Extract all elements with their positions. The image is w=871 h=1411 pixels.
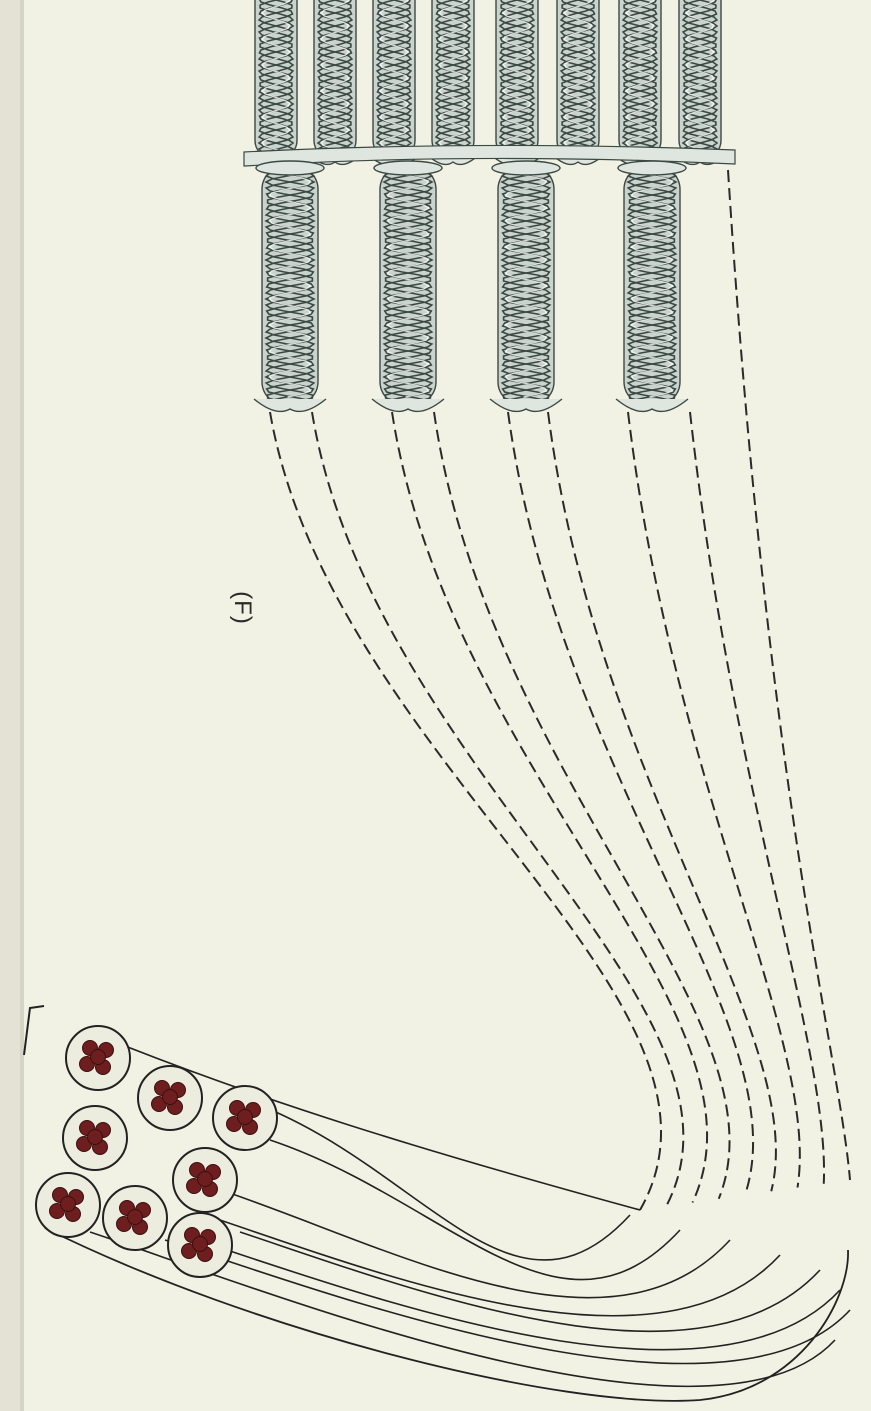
cable-fiber-line-6 <box>215 1246 840 1350</box>
lower-strand-row <box>254 161 688 411</box>
braided-fiber-strand-icon-6 <box>549 0 607 164</box>
bundle-cross-section <box>36 1026 277 1277</box>
braided-fiber-strand-icon-4-top-cap <box>618 161 686 175</box>
fiber-bundle-cross-section-icon-3 <box>213 1086 277 1150</box>
fiber-bundle-cross-section-icon-5 <box>173 1148 237 1212</box>
braided-fiber-strand-icon-4-bottom-cap <box>616 399 688 411</box>
cross-section-rod-5 <box>163 1090 178 1105</box>
cable-outer-outline <box>45 1228 848 1401</box>
cable-fiber-line-1 <box>240 1098 630 1260</box>
upper-strand-row <box>244 0 735 166</box>
braided-fiber-strand-icon-3 <box>490 161 562 411</box>
cross-section-rod-5 <box>128 1210 143 1225</box>
dashed-fiber-lines <box>270 170 850 1210</box>
braided-fiber-strand-icon-2 <box>372 161 444 411</box>
braided-fiber-strand-icon-3 <box>365 0 423 164</box>
braided-fiber-strand-icon-3-top-cap <box>492 161 560 175</box>
cross-section-rod-5 <box>238 1110 253 1125</box>
dashed-fiber-line-5 <box>508 412 753 1195</box>
braided-fiber-strand-icon-2-top-cap <box>374 161 442 175</box>
cross-section-rod-5 <box>193 1237 208 1252</box>
braided-fiber-strand-icon-1 <box>254 161 326 411</box>
cross-section-rod-5 <box>88 1130 103 1145</box>
braided-fiber-strand-icon-2 <box>306 0 364 164</box>
braided-fiber-strand-icon-2-bottom-cap <box>372 399 444 411</box>
panel-label: (F) <box>227 588 257 628</box>
cable-fiber-line-7 <box>165 1240 850 1364</box>
left-margin-strip <box>0 0 22 1411</box>
braided-fiber-strand-icon-8 <box>671 0 729 164</box>
braided-fiber-strand-icon-1-top-cap <box>256 161 324 175</box>
braided-fiber-strand-icon-3-bottom-cap <box>490 399 562 411</box>
dashed-fiber-line-7 <box>628 412 800 1188</box>
cable-fiber-line-5 <box>240 1232 820 1331</box>
dashed-fiber-line-1 <box>270 412 661 1210</box>
cross-section-rod-5 <box>91 1050 106 1065</box>
fiber-bundle-cross-section-icon-8 <box>168 1213 232 1277</box>
bracket-mark <box>24 1006 44 1055</box>
braided-fiber-strand-icon-1 <box>247 0 305 164</box>
braided-fiber-strand-icon-1-bottom-cap <box>254 399 326 411</box>
fiber-bundle-cross-section-icon-2 <box>138 1066 202 1130</box>
fiber-bundle-cross-section-icon-6 <box>36 1173 100 1237</box>
cable-fiber-line-2 <box>270 1140 680 1280</box>
dashed-fiber-line-3 <box>392 412 707 1203</box>
left-margin-edge <box>20 0 24 1411</box>
cross-section-rod-5 <box>198 1172 213 1187</box>
braided-fiber-strand-icon-4 <box>424 0 482 164</box>
braided-fiber-strand-icon-7 <box>611 0 669 164</box>
fiber-bundle-cross-section-icon-4 <box>63 1106 127 1170</box>
fiber-bundle-cross-section-icon-7 <box>103 1186 167 1250</box>
fiber-bundle-cross-section-icon-1 <box>66 1026 130 1090</box>
braided-fiber-strand-icon-4 <box>616 161 688 411</box>
dashed-fiber-line-9 <box>728 170 850 1180</box>
braided-fiber-strand-icon-5 <box>488 0 546 164</box>
dashed-fiber-line-2 <box>312 412 683 1206</box>
cross-section-rod-5 <box>61 1197 76 1212</box>
dashed-fiber-line-4 <box>434 412 730 1199</box>
dashed-fiber-line-8 <box>690 412 824 1184</box>
